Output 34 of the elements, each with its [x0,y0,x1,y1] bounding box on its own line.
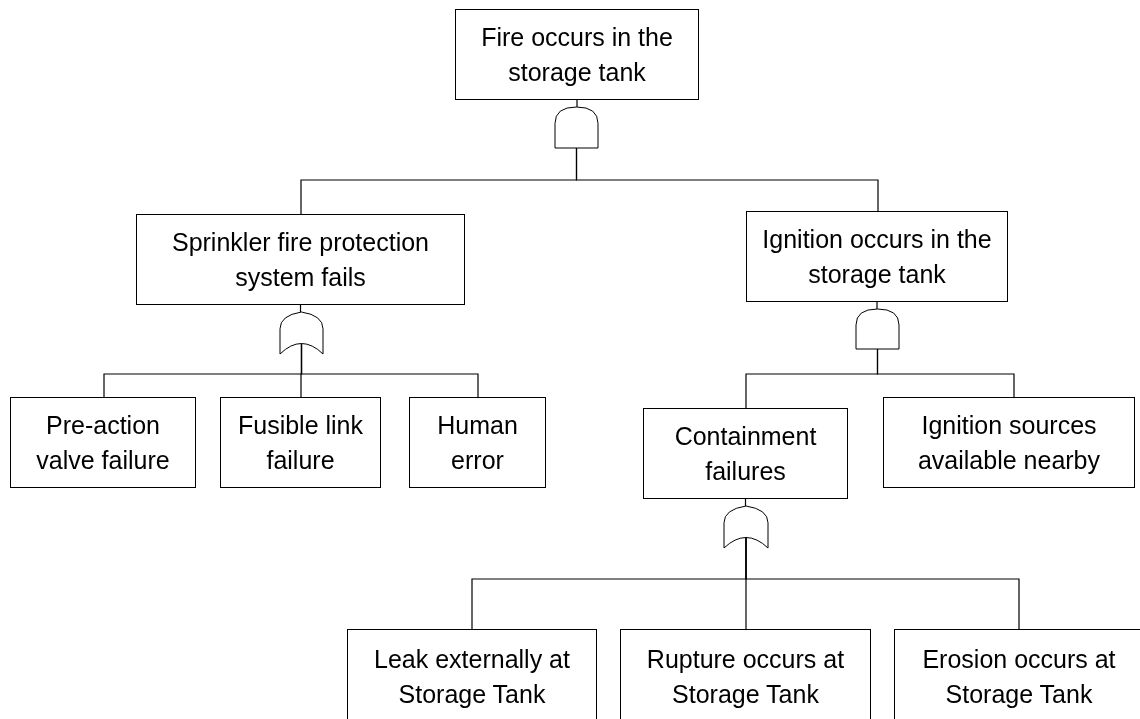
or-gate-symbol [724,506,768,548]
event-text: Ignition sources available nearby [916,409,1102,476]
event-box [136,214,465,305]
and-gate-symbol [555,107,598,148]
event-box [883,397,1135,488]
event-box [643,408,848,499]
event-box [10,397,196,488]
connector-line [745,536,1020,630]
event-text: Pre-action valve failure [35,409,171,476]
connector-line [300,342,479,398]
event-box [894,629,1140,719]
connector-line [576,99,578,108]
event-box [409,397,546,488]
event-box [455,9,699,100]
event-text: Leak externally at Storage Tank [373,643,571,710]
event-text: Sprinkler fire protection system fails [170,226,431,293]
connector-line [299,304,302,313]
event-text: Fusible link failure [236,409,365,476]
connector-line [575,147,879,212]
connector-line [876,301,878,310]
or-gate-symbol [280,312,323,354]
event-box [620,629,871,719]
connector-line [876,348,1015,398]
event-box [746,211,1008,302]
event-box [347,629,597,719]
event-text: Fire occurs in the storage tank [480,21,674,88]
event-text: Erosion occurs at Storage Tank [921,643,1117,710]
event-text: Containment failures [673,420,818,487]
event-text: Ignition occurs in the storage tank [762,223,992,290]
event-text: Rupture occurs at Storage Tank [645,643,846,710]
and-gate-symbol [856,309,899,349]
connector-line [744,498,747,507]
event-box [220,397,381,488]
event-text: Human error [436,409,519,476]
